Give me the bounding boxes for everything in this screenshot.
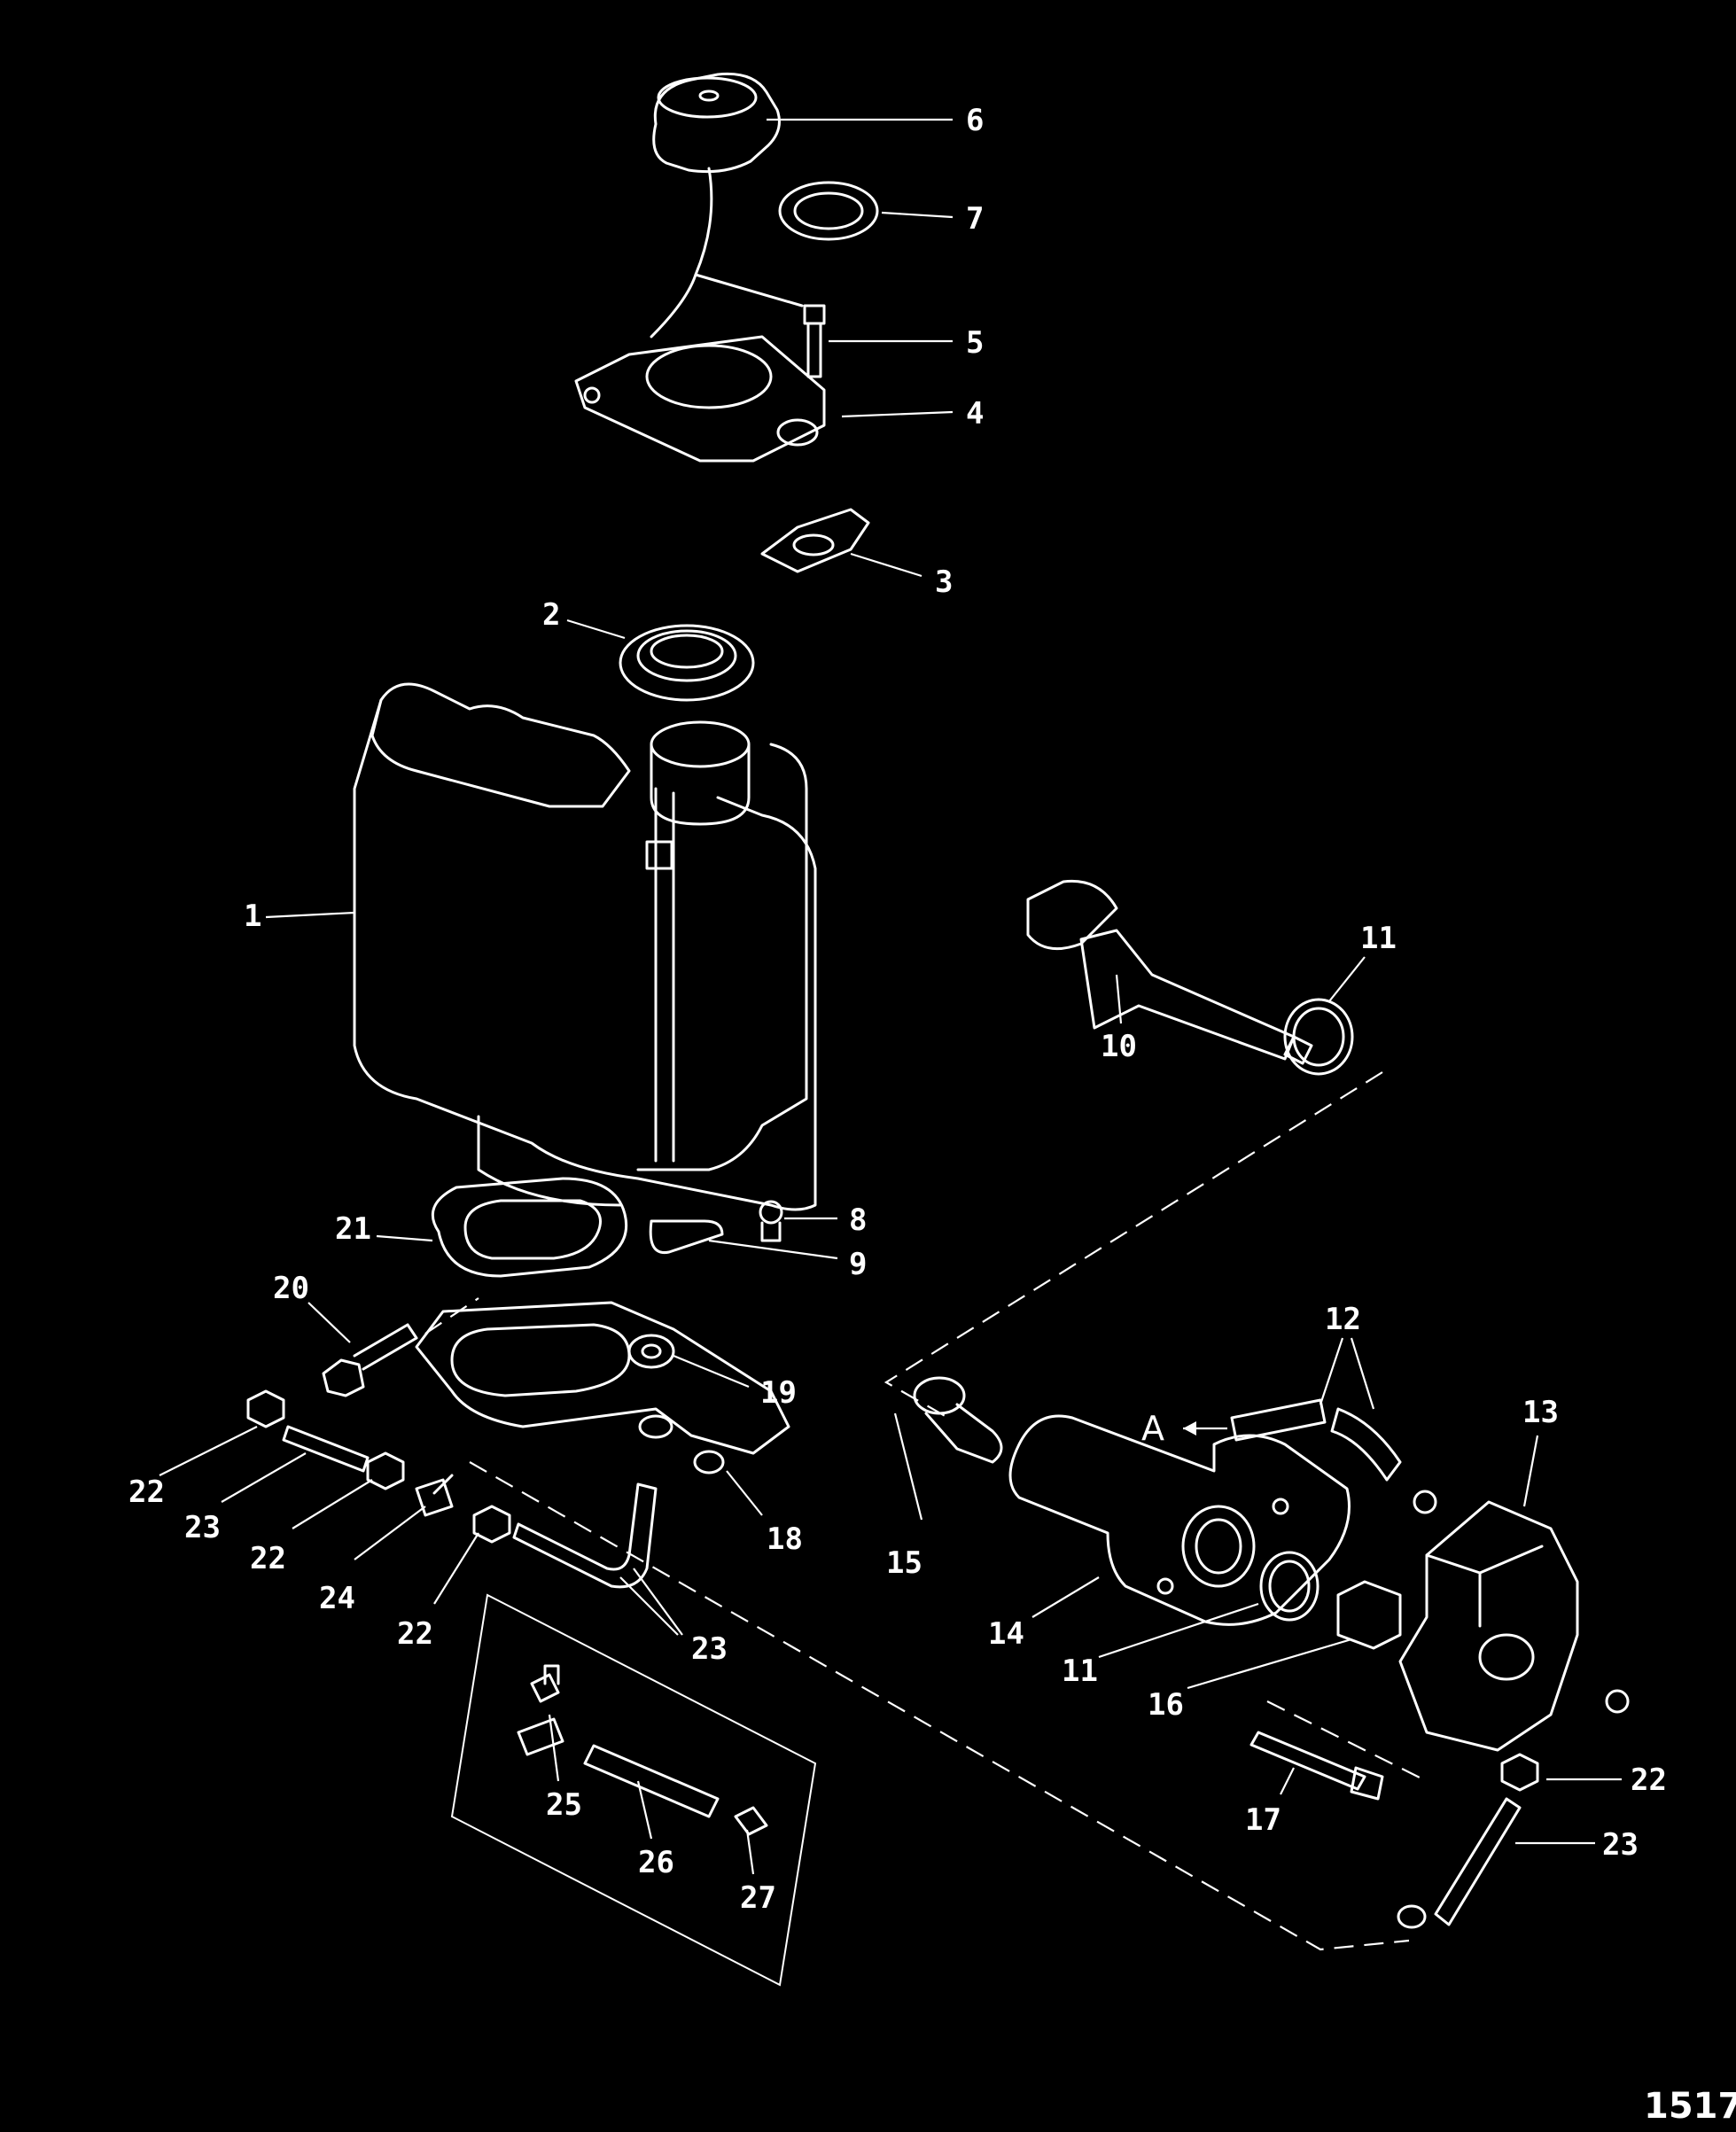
filler-cap [650, 72, 804, 338]
figure-id: 15172 [1644, 2086, 1736, 2127]
part-label-20: 20 [273, 1271, 309, 1306]
part-label-11-upper: 11 [1360, 921, 1397, 956]
tank-bracket [415, 1301, 790, 1475]
part-label-15: 15 [886, 1545, 922, 1581]
assembly-dashed-lines [424, 1071, 1428, 1951]
part-label-6: 6 [966, 103, 984, 138]
part-label-4: 4 [966, 396, 984, 432]
pump-hoses [1230, 1398, 1402, 1482]
bolt [322, 1323, 418, 1397]
pump-housing [1008, 1414, 1351, 1626]
oil-tank [353, 682, 817, 1211]
part-label-22-b: 22 [250, 1541, 286, 1576]
part-label-26: 26 [638, 1845, 674, 1880]
part-label-1: 1 [244, 899, 261, 934]
part-label-2: 2 [542, 597, 560, 633]
part-label-24: 24 [319, 1581, 355, 1616]
part-label-12: 12 [1325, 1302, 1361, 1337]
screw [803, 304, 826, 378]
part-label-3: 3 [935, 564, 953, 600]
part-number-labels: 6 7 5 4 3 2 1 8 9 10 11 21 20 19 18 12 1… [128, 103, 1667, 1916]
part-label-17: 17 [1245, 1802, 1281, 1838]
part-label-7: 7 [966, 201, 984, 237]
part-label-27: 27 [740, 1880, 776, 1916]
part-label-22-a: 22 [128, 1475, 165, 1510]
optional-parts-inset [450, 1593, 817, 1987]
hose-fittings-left [246, 1389, 511, 1544]
part-label-8: 8 [849, 1202, 867, 1238]
tank-grommet [619, 624, 755, 702]
o-ring-lower [1259, 1551, 1320, 1622]
drive-shaft [1026, 879, 1313, 1065]
part-label-23-center: 23 [691, 1631, 728, 1667]
tee-fitting [415, 1474, 454, 1517]
base-gasket [431, 1177, 628, 1278]
oil-pump [1398, 1490, 1630, 1752]
part-label-9: 9 [849, 1247, 867, 1282]
arrow-a-label: A [1141, 1409, 1164, 1448]
pump-bolt [1249, 1731, 1384, 1801]
part-label-25: 25 [546, 1787, 582, 1823]
part-label-21: 21 [335, 1211, 371, 1247]
o-ring-upper [1283, 998, 1354, 1076]
sleeve [1336, 1580, 1402, 1650]
part-label-19: 19 [760, 1375, 797, 1411]
arrow-a-indicator: A [1141, 1409, 1227, 1448]
part-label-11-lower: 11 [1062, 1653, 1098, 1689]
flange-gasket [760, 508, 870, 573]
part-label-22-c: 22 [397, 1616, 433, 1652]
part-label-10: 10 [1101, 1029, 1137, 1064]
part-label-5: 5 [966, 325, 984, 361]
bushing [913, 1376, 1003, 1464]
hose-fitting-right [1500, 1753, 1539, 1792]
part-label-13: 13 [1522, 1395, 1559, 1430]
cap-gasket [778, 181, 879, 241]
part-label-18: 18 [767, 1521, 803, 1557]
small-grommet [627, 1334, 675, 1369]
leader-lines [159, 118, 1622, 1875]
hose-clamp-assembly [649, 1200, 783, 1255]
filler-flange [574, 335, 826, 463]
part-label-14: 14 [988, 1616, 1024, 1652]
part-label-16: 16 [1148, 1687, 1184, 1723]
oil-hoses [282, 1425, 1522, 1929]
part-label-23-left: 23 [184, 1510, 221, 1545]
part-label-22-right: 22 [1631, 1762, 1667, 1798]
part-label-23-right: 23 [1602, 1827, 1639, 1863]
